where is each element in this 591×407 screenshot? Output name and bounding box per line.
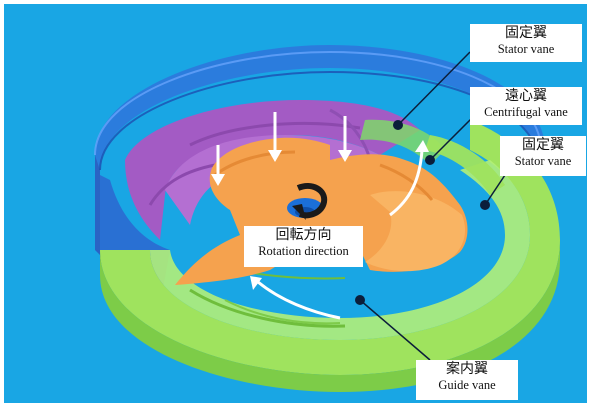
label-rotation-direction: 回転方向 Rotation direction	[244, 226, 363, 267]
label-guide-vane-ja: 案内翼	[446, 361, 488, 377]
label-centrifugal-vane-en: Centrifugal vane	[484, 105, 568, 120]
label-stator-vane-right-en: Stator vane	[514, 154, 572, 169]
label-centrifugal-vane: 遠心翼 Centrifugal vane	[470, 87, 582, 125]
leader-lines	[355, 51, 506, 361]
label-rotation-direction-en: Rotation direction	[258, 244, 349, 259]
label-stator-vane-top-en: Stator vane	[497, 42, 555, 57]
label-guide-vane: 案内翼 Guide vane	[416, 360, 518, 400]
label-stator-vane-right-ja: 固定翼	[522, 137, 564, 153]
label-centrifugal-vane-ja: 遠心翼	[505, 88, 547, 104]
label-stator-vane-right: 固定翼 Stator vane	[500, 136, 586, 176]
label-guide-vane-en: Guide vane	[438, 378, 496, 393]
rotation-arrow-icon	[292, 182, 328, 220]
label-stator-vane-top: 固定翼 Stator vane	[470, 24, 582, 62]
label-stator-vane-top-ja: 固定翼	[505, 25, 547, 41]
flow-arrows	[211, 112, 429, 320]
stator-vanes	[360, 119, 505, 195]
label-rotation-direction-ja: 回転方向	[275, 227, 332, 243]
